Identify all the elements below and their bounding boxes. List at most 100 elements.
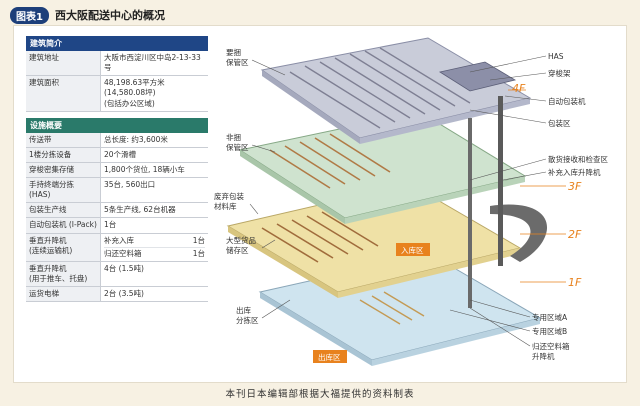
row-value: 48,198.63平方米 (14,580.08坪) (包括办公区域) xyxy=(100,75,208,112)
lift-shaft xyxy=(498,96,503,266)
info-tables: 建筑简介 建筑地址 大阪市西淀川区中岛2-13-33号 建筑面积 48,198.… xyxy=(26,36,208,308)
figure-title: 西大阪配送中心的概况 xyxy=(54,9,165,22)
floor-edge-2f-right xyxy=(338,248,520,298)
floor-2f xyxy=(226,183,522,298)
area-value: 48,198.63平方米 (14,580.08坪) xyxy=(104,78,165,98)
label-nonpicking-storage: 非捆 xyxy=(226,132,241,142)
row-value: 大阪市西淀川区中岛2-13-33号 xyxy=(100,51,208,77)
floor-edge-2f xyxy=(228,226,338,298)
floor-label-4f: 4F xyxy=(512,82,526,95)
row-key: 建筑面积 xyxy=(26,75,101,112)
row-value: 35台, 560出口 xyxy=(100,177,208,204)
lift-type: (连续运输机) xyxy=(29,245,73,255)
row-value: 1台 xyxy=(100,217,208,234)
floor-label-1f: 1F xyxy=(568,276,582,289)
figure-caption: 本刊日本编辑部根据大福提供的资料制表 xyxy=(225,389,415,400)
label-zone-b: 专用区域B xyxy=(532,326,567,336)
label-picking-storage-2: 保管区 xyxy=(226,57,249,67)
floor-edge-3f xyxy=(240,150,345,224)
row-value: 1,800个货位, 18辆小车 xyxy=(100,162,208,179)
sub-name: 补充入库 xyxy=(104,235,134,245)
building-table: 建筑简介 建筑地址 大阪市西淀川区中岛2-13-33号 建筑面积 48,198.… xyxy=(26,36,208,112)
row-value: 2台 (3.5吨) xyxy=(100,286,208,303)
outbound-tag-label: 出库区 xyxy=(318,352,341,362)
spiral-conveyor xyxy=(490,204,548,262)
label-shuttle: 穿梭架 xyxy=(548,68,571,78)
sub-row: 归还空料箱 1台 xyxy=(104,246,205,259)
label-auto-pack: 自动包装机 xyxy=(548,96,586,106)
label-large-storage-2: 储存区 xyxy=(226,245,249,255)
row-key: 运货电梯 xyxy=(26,286,101,303)
row-key: 包装生产线 xyxy=(26,202,101,219)
inbound-tag-label: 入库区 xyxy=(401,245,424,255)
row-value: 20个滑槽 xyxy=(100,147,208,163)
label-has: HAS xyxy=(548,52,564,61)
row-value: 总长度: 约3,600米 xyxy=(100,132,208,148)
floor-edge-1f-right xyxy=(372,318,540,366)
area-note: (包括办公区域) xyxy=(104,98,155,108)
floor-3f xyxy=(238,111,527,224)
table-row: 建筑面积 48,198.63平方米 (14,580.08坪) (包括办公区域) xyxy=(26,75,208,112)
label-outbound-sort-2: 分拣区 xyxy=(236,315,259,325)
sub-name: 归还空料箱 xyxy=(104,248,142,258)
row-key: 建筑地址 xyxy=(26,51,101,77)
sub-count: 1台 xyxy=(192,248,205,258)
label-inspect: 散货接收和检查区 xyxy=(548,154,608,164)
figure-badge: 图表1 xyxy=(10,6,49,24)
label-packing: 包装区 xyxy=(548,118,571,128)
left-leaders xyxy=(249,59,291,319)
table-row: 手持终端分拣 (HAS)35台, 560出口 xyxy=(26,177,208,204)
sort-area-1f xyxy=(359,291,425,325)
row-key: 1楼分拣设备 xyxy=(26,147,101,163)
equipment-heading: 设施概要 xyxy=(26,117,208,133)
label-picking-storage: 要捆 xyxy=(226,47,241,57)
shuttle-area-4f xyxy=(438,61,517,92)
label-waste: 废弃包装 xyxy=(214,191,244,201)
label-zone-a: 专用区域A xyxy=(532,312,568,322)
lift-type: (用于推车、托盘) xyxy=(29,273,88,283)
table-row: 建筑地址 大阪市西淀川区中岛2-13-33号 xyxy=(26,51,208,77)
figure-header: 图表1 西大阪配送中心的概况 xyxy=(10,6,165,24)
outbound-tag xyxy=(313,350,347,363)
floor-edge-4f-right xyxy=(360,98,530,144)
label-return-lift: 归还空料箱 xyxy=(532,341,570,351)
floor-edge-3f-right xyxy=(345,176,525,224)
right-leaders xyxy=(449,55,547,347)
floor-edge-4f xyxy=(262,70,360,144)
racks-4f xyxy=(289,47,471,129)
table-row: 垂直升降机 (用于推车、托盘) 4台 (1.5吨) xyxy=(26,261,208,288)
building-heading: 建筑简介 xyxy=(26,36,208,51)
floor-slab-4f xyxy=(260,37,532,139)
row-key: 穿梭密集存储 xyxy=(26,162,101,179)
lift-name: 垂直升降机 xyxy=(29,263,67,273)
racks-3f xyxy=(269,133,391,189)
table-row: 自动包装机 (I-Pack)1台 xyxy=(26,217,208,234)
row-key: 传送带 xyxy=(26,132,101,148)
row-key: 垂直升降机 (连续运输机) xyxy=(26,233,101,262)
inbound-tag xyxy=(396,243,430,256)
lift-name: 垂直升降机 xyxy=(29,235,67,245)
floor-label-2f: 2F xyxy=(568,228,582,241)
label-return-lift-2: 升降机 xyxy=(532,351,555,361)
floor-leaders xyxy=(508,89,566,283)
row-value: 4台 (1.5吨) xyxy=(100,261,208,288)
label-replenish-lift: 补充入库升降机 xyxy=(548,167,601,177)
row-key: 手持终端分拣 (HAS) xyxy=(26,177,101,204)
label-outbound-sort: 出库 xyxy=(236,305,251,315)
floor-label-3f: 3F xyxy=(568,180,582,193)
label-large-storage: 大型货品 xyxy=(226,235,256,245)
floor-edge-1f xyxy=(260,292,372,366)
label-waste-2: 材料库 xyxy=(214,201,237,211)
row-key: 自动包装机 (I-Pack) xyxy=(26,217,101,234)
row-key: 垂直升降机 (用于推车、托盘) xyxy=(26,261,101,288)
label-nonpicking-storage-2: 保管区 xyxy=(226,142,249,152)
